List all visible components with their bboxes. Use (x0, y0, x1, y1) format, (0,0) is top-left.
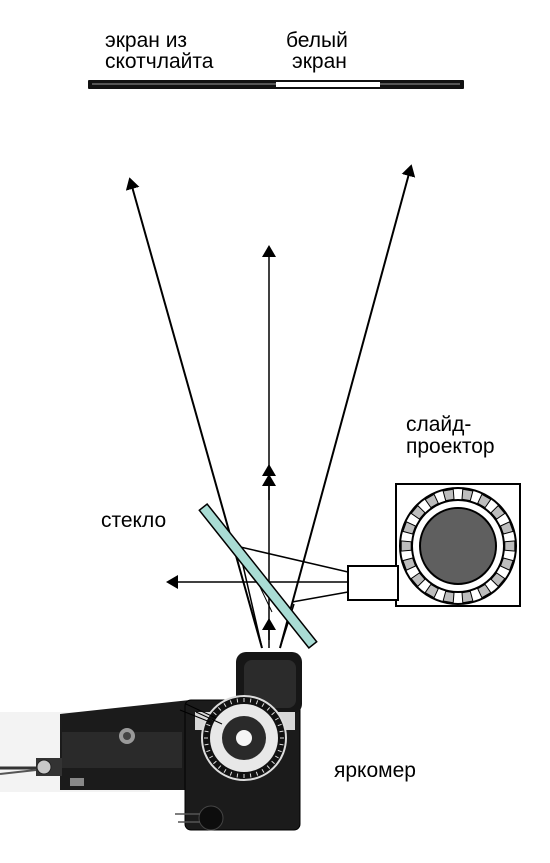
dial-tick (229, 700, 233, 705)
dial-tick (236, 773, 239, 778)
dial-tick (279, 743, 284, 746)
dial-tick (209, 755, 214, 759)
dial-tick (206, 749, 211, 753)
dial-tick (266, 707, 271, 711)
white-screen-label-line2: экран (292, 50, 347, 73)
dial-tick (261, 703, 265, 708)
projector-beam-upper (235, 545, 349, 573)
slide-tray-slot (400, 540, 412, 552)
ray-right (279, 164, 416, 649)
slide-tray-slot (461, 590, 474, 604)
dial-tick (213, 760, 217, 765)
dial-tick (217, 707, 222, 711)
screen-bar (88, 80, 464, 89)
ray-left (125, 177, 263, 649)
slide-tray-disc (419, 507, 497, 585)
dial-tick (274, 755, 279, 759)
dial-tick (277, 723, 282, 727)
dial-tick (277, 749, 282, 753)
dial-tick (261, 768, 265, 773)
dial-tick (271, 760, 275, 765)
dial-tick (223, 703, 227, 708)
dial-tick (255, 771, 259, 776)
luminance-meter (0, 652, 302, 831)
dial-tick (271, 711, 275, 716)
dial-tick (279, 730, 284, 733)
dial-tick (255, 700, 259, 705)
slide-tray-slot (442, 590, 455, 604)
dial-tick (249, 698, 252, 703)
dial-tick (266, 765, 271, 769)
white-screen-segment (276, 82, 380, 87)
glass-label: стекло (101, 509, 167, 532)
slide-projector (347, 483, 521, 607)
dial-tick (204, 743, 209, 746)
dial-tick (236, 698, 239, 703)
projector-lens (347, 565, 399, 601)
dial-tick (206, 723, 211, 727)
dial-tick (249, 773, 252, 778)
slide-tray-slot (442, 488, 455, 502)
slide-projector-label-line1: слайд- (406, 413, 472, 436)
dial-tick (223, 768, 227, 773)
dial-tick (204, 730, 209, 733)
scotchlite-screen-label-line2: скотчлайта (105, 50, 214, 73)
dial-tick (274, 717, 279, 721)
luminance-meter-label: яркомер (334, 759, 416, 782)
slide-projector-label-line2: проектор (406, 435, 495, 458)
glass-plate (198, 502, 318, 650)
slide-tray-slot (504, 540, 516, 552)
dial-tick (217, 765, 222, 769)
white-screen-label-line1: белый (286, 29, 348, 52)
slide-tray-slot (461, 488, 474, 502)
scotchlite-screen-label-line1: экран из (105, 29, 188, 52)
projector-beam-lower (291, 591, 349, 603)
dial-tick (229, 771, 233, 776)
dial-tick (213, 711, 217, 716)
